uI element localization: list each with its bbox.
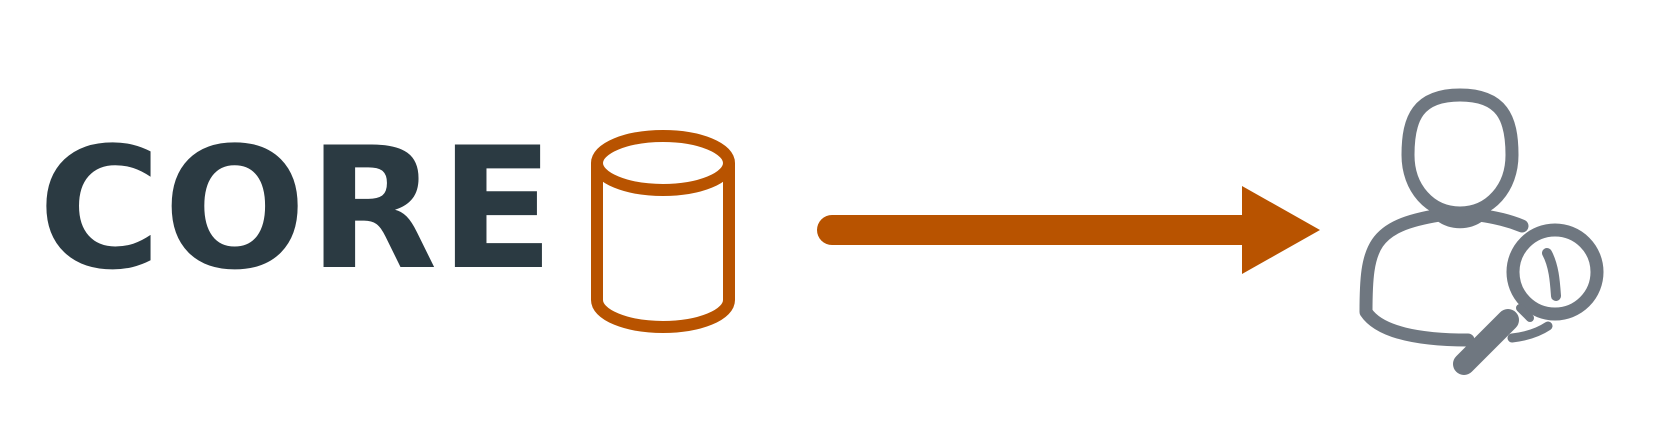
user-search-icon xyxy=(1359,88,1604,375)
flow-arrow-icon xyxy=(817,186,1320,274)
user-head xyxy=(1401,88,1519,220)
user-body xyxy=(1359,208,1529,347)
core-label: CORE xyxy=(38,111,557,307)
magnifier-handle xyxy=(1453,309,1519,375)
magnifier-ring xyxy=(1506,223,1604,321)
database-cylinder-icon xyxy=(591,130,735,333)
